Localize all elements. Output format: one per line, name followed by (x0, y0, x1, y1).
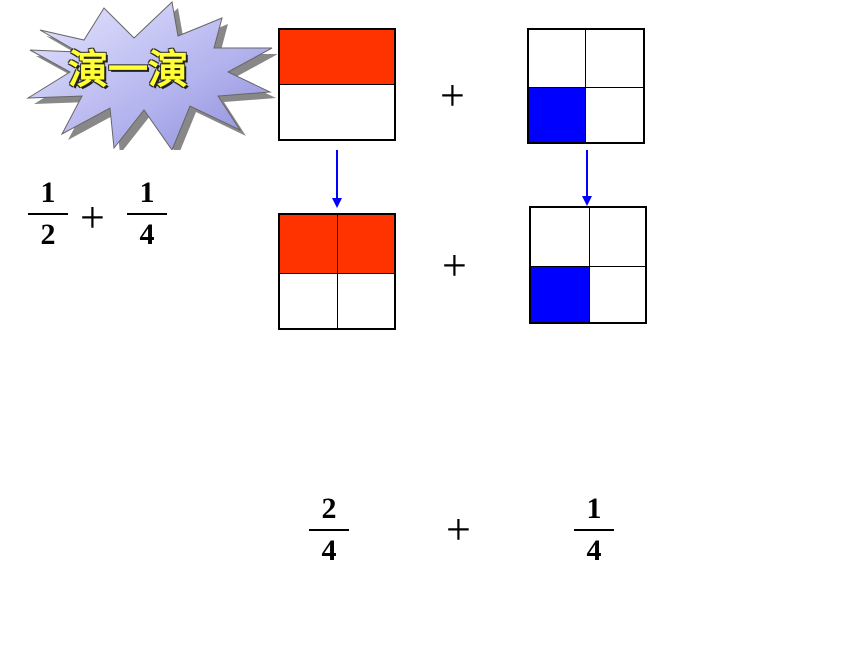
fraction-one-quarter: 1 4 (125, 176, 169, 252)
quarter-grid-box (529, 206, 647, 324)
shaded-quarter (529, 88, 585, 142)
denominator: 2 (40, 218, 56, 251)
grid-vertical-line (585, 30, 586, 142)
plus-sign: + (80, 193, 105, 242)
fraction-bar (309, 529, 349, 531)
down-arrow-icon (582, 150, 592, 206)
denominator: 4 (139, 218, 155, 251)
numerator: 2 (321, 492, 337, 525)
denominator: 4 (586, 534, 602, 567)
denominator: 4 (321, 534, 337, 567)
grid-vertical-line (589, 208, 590, 322)
fraction-bar (127, 213, 167, 215)
grid-horizontal-line (280, 273, 394, 274)
quarter-grid-box (527, 28, 645, 144)
fraction-one-half: 1 2 (26, 176, 70, 252)
numerator: 1 (586, 492, 602, 525)
fraction-one-quarter: 1 4 (572, 492, 616, 568)
fraction-bar (574, 529, 614, 531)
plus-sign: + (440, 71, 465, 120)
badge-title: 演一演 (68, 47, 188, 93)
half-shaded-box (278, 28, 396, 141)
half-as-quarters-box (278, 213, 396, 330)
grid-horizontal-line (529, 87, 643, 88)
plus-sign: + (442, 241, 467, 290)
grid-horizontal-line (531, 266, 645, 267)
starburst-badge (26, 0, 277, 150)
fraction-two-quarters: 2 4 (307, 492, 351, 568)
numerator: 1 (139, 176, 155, 209)
shaded-half (280, 30, 394, 85)
shaded-quarter (531, 267, 589, 322)
plus-sign: + (446, 505, 471, 554)
down-arrow-icon (332, 150, 342, 208)
numerator: 1 (40, 176, 56, 209)
grid-vertical-line (337, 215, 338, 328)
fraction-bar (28, 213, 68, 215)
